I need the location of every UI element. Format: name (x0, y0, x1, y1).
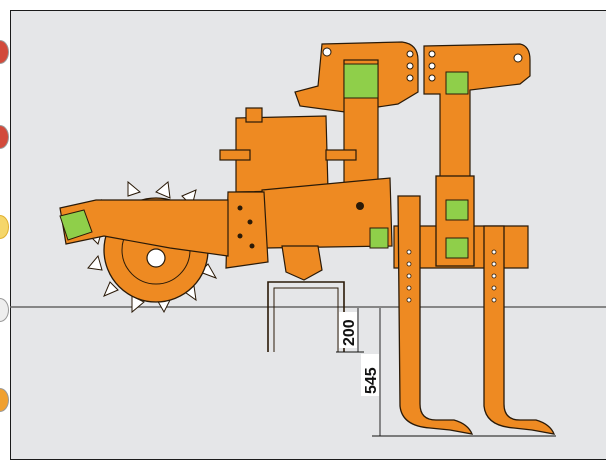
body-bolts (237, 202, 364, 249)
machine-diagram: 200 545 (10, 41, 606, 437)
tine-shanks (397, 175, 556, 435)
dimension-lines (336, 308, 556, 437)
wheel-arm (59, 199, 229, 257)
dimension-label-545: 545 (363, 367, 380, 394)
shank-holes (406, 249, 497, 303)
dimension-label-200: 200 (341, 319, 358, 346)
green-blocks (59, 63, 469, 259)
depth-tool (267, 245, 345, 352)
pins (322, 47, 523, 82)
dim-label-bg-545 (361, 354, 379, 396)
dim-label-bg-200 (339, 312, 357, 348)
main-body (225, 177, 529, 269)
